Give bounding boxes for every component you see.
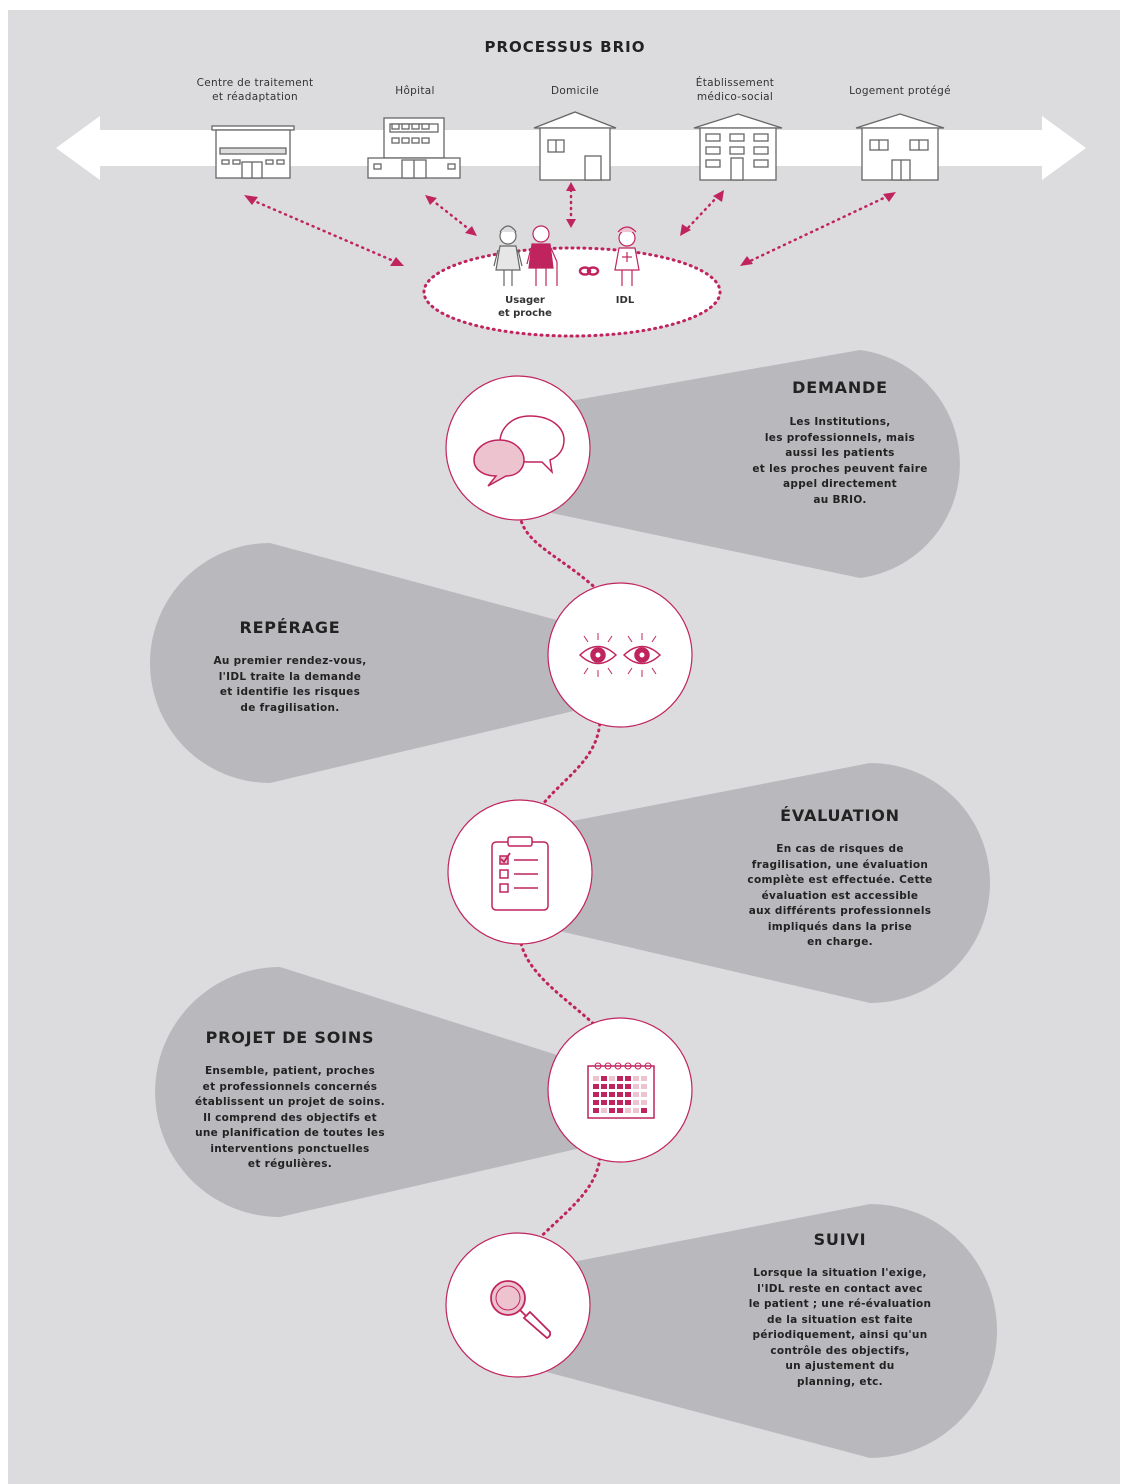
care-home-icon bbox=[693, 113, 783, 181]
step-title-projet: PROJET DE SOINS bbox=[205, 1028, 375, 1047]
step-title-demande: DEMANDE bbox=[792, 378, 888, 397]
speech-bubbles-icon bbox=[473, 415, 565, 487]
step-title-reperage: REPÉRAGE bbox=[239, 618, 341, 637]
step-shape-reperage bbox=[150, 543, 620, 783]
step-shape-demande bbox=[490, 350, 960, 578]
magnifier-icon bbox=[490, 1280, 552, 1340]
connector-4 bbox=[528, 1156, 602, 1250]
calendar-icon bbox=[587, 1062, 655, 1119]
step-shape-projet bbox=[155, 967, 620, 1217]
page-title: PROCESSUS BRIO bbox=[484, 38, 646, 56]
step-title-suivi: SUIVI bbox=[813, 1230, 867, 1249]
link-icon bbox=[578, 266, 600, 276]
step-shape-evaluation bbox=[490, 763, 990, 1003]
step-text-suivi: Lorsque la situation l'exige, l'IDL rest… bbox=[748, 1267, 932, 1388]
building-link-arrowheads bbox=[244, 182, 896, 266]
house-icon bbox=[533, 111, 617, 181]
user-label: Usager et proche bbox=[498, 295, 552, 319]
eyes-icon bbox=[578, 633, 662, 677]
protected-housing-icon bbox=[855, 113, 945, 181]
step-title-evaluation: ÉVALUATION bbox=[780, 806, 900, 825]
nurse-icon bbox=[614, 226, 640, 286]
elderly-man-icon bbox=[526, 225, 558, 286]
hospital-icon bbox=[367, 117, 461, 179]
step-text-projet: Ensemble, patient, proches et profession… bbox=[195, 1065, 385, 1170]
connector-3 bbox=[518, 936, 602, 1032]
connector-2 bbox=[538, 716, 602, 810]
building-label-hospital: Hôpital bbox=[395, 85, 435, 97]
building-label-protected-housing: Logement protégé bbox=[849, 85, 951, 97]
building-label-home: Domicile bbox=[550, 85, 600, 97]
elderly-woman-icon bbox=[493, 225, 523, 286]
step-text-evaluation: En cas de risques de fragilisation, une … bbox=[747, 843, 933, 948]
building-label-rehab: Centre de traitement et réadaptation bbox=[196, 77, 314, 103]
step-text-demande: Les Institutions, les professionnels, ma… bbox=[752, 416, 928, 506]
step-shape-suivi bbox=[490, 1204, 997, 1458]
clipboard-checklist-icon bbox=[491, 836, 549, 911]
idl-label: IDL bbox=[615, 295, 635, 306]
center-ellipse bbox=[422, 246, 722, 338]
building-label-care-home: Établissement médico-social bbox=[695, 77, 775, 103]
rehab-center-icon bbox=[211, 125, 295, 179]
building-links bbox=[250, 188, 890, 264]
connector-1 bbox=[518, 514, 602, 594]
step-circle-reperage bbox=[547, 582, 693, 728]
step-text-reperage: Au premier rendez-vous, l'IDL traite la … bbox=[213, 655, 367, 714]
